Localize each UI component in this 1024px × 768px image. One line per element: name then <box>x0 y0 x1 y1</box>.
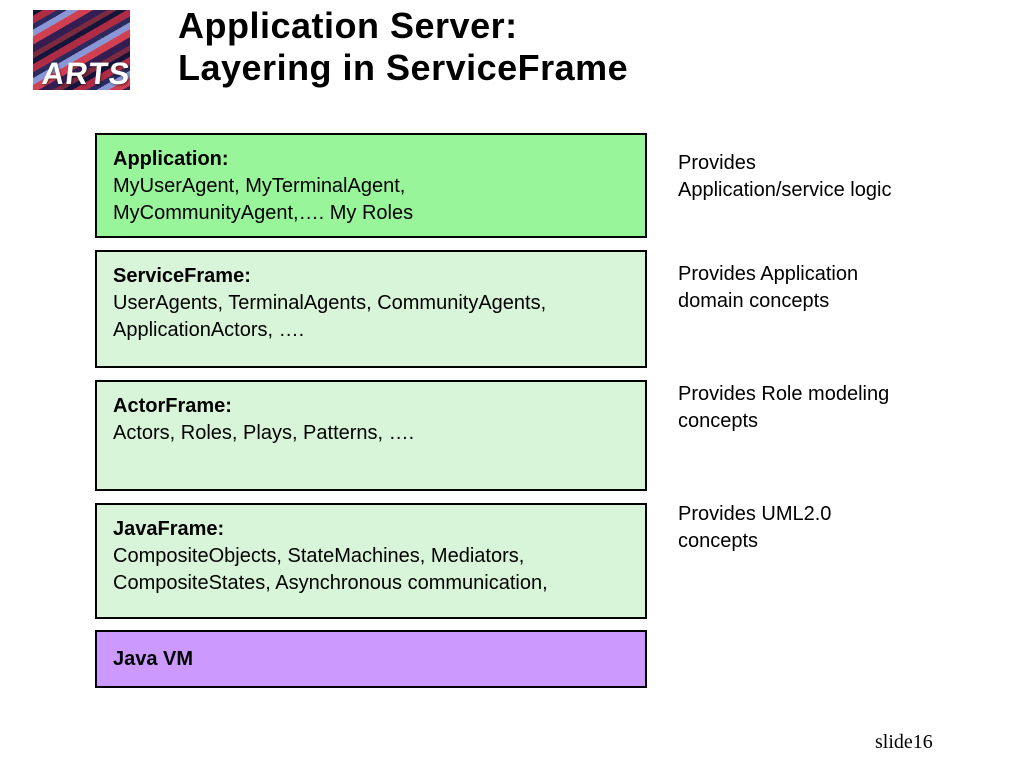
arts-logo: ARTS <box>33 10 130 90</box>
annotation-domain-concepts: Provides Application domain concepts <box>678 263 859 312</box>
layer-box-application: Application: MyUserAgent, MyTerminalAgen… <box>95 133 647 238</box>
arts-logo-text: ARTS <box>40 56 130 90</box>
layer-body: Actors, Roles, Plays, Patterns, …. <box>113 422 415 444</box>
annotation-uml-concepts: Provides UML2.0 concepts <box>678 503 832 552</box>
layer-box-java-vm: Java VM <box>95 630 647 688</box>
layer-heading: Java VM <box>113 648 194 670</box>
layer-heading: JavaFrame: <box>113 518 225 540</box>
layer-body: UserAgents, TerminalAgents, CommunityAge… <box>113 292 547 341</box>
layer-heading: Application: <box>113 148 229 170</box>
layer-box-actorframe: ActorFrame: Actors, Roles, Plays, Patter… <box>95 380 647 491</box>
layer-box-serviceframe: ServiceFrame: UserAgents, TerminalAgents… <box>95 250 647 368</box>
layer-heading: ActorFrame: <box>113 395 232 417</box>
layer-body: MyUserAgent, MyTerminalAgent, MyCommunit… <box>113 175 414 224</box>
annotation-role-modeling: Provides Role modeling concepts <box>678 383 890 432</box>
annotation-application-logic: Provides Application/service logic <box>678 152 892 201</box>
slide-title: Application Server: Layering in ServiceF… <box>178 5 629 88</box>
layer-body: CompositeObjects, StateMachines, Mediato… <box>113 545 548 594</box>
slide-number: slide16 <box>875 731 933 753</box>
layer-box-javaframe: JavaFrame: CompositeObjects, StateMachin… <box>95 503 647 619</box>
layer-heading: ServiceFrame: <box>113 265 251 287</box>
